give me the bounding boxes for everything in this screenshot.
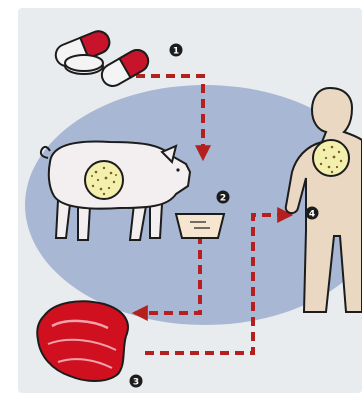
step-number: 4 [309, 209, 315, 219]
step-marker-2: 2 [217, 191, 230, 204]
step-marker-3: 3 [130, 375, 143, 388]
step-marker-4: 4 [306, 207, 319, 220]
step-number: 3 [133, 377, 139, 387]
step-number: 2 [220, 193, 226, 203]
step-marker-1: 1 [170, 44, 183, 57]
bacteria-colony [313, 140, 349, 176]
feed-trough-icon [176, 214, 224, 238]
step-number: 1 [173, 46, 179, 56]
